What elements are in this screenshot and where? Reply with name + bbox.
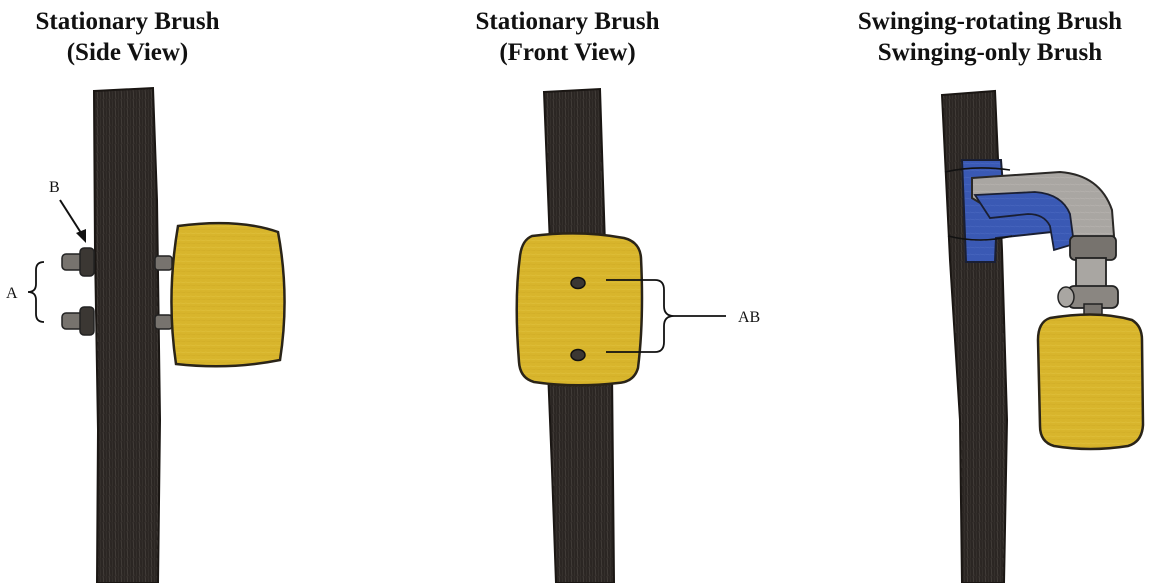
brush-hanger <box>1075 257 1107 291</box>
side-view-title-line1: Stationary Brush <box>35 8 220 35</box>
swinging-brush-title-line2: Swinging-only Brush <box>877 39 1103 66</box>
brush-pad-swinging <box>1036 313 1145 451</box>
blue-arm-sleeve <box>973 191 1075 252</box>
side-view-title: Stationary Brush (Side View) <box>0 6 255 68</box>
post-side <box>92 86 162 583</box>
swinging-brush-title: Swinging-rotating Brush Swinging-only Br… <box>820 6 1160 68</box>
label-a: A <box>6 285 18 302</box>
bolt-b-top <box>61 247 95 277</box>
bolt-hole-bottom <box>570 348 586 362</box>
swinging-brush-drawing <box>940 89 1145 583</box>
post-front-top <box>542 87 607 246</box>
wire-loop-top <box>944 167 1011 173</box>
wire-loop-bottom <box>947 235 1013 241</box>
label-b: B <box>49 179 60 196</box>
bolt-right-top <box>154 255 173 271</box>
brush-pad-front <box>515 232 644 387</box>
bracket-a <box>27 261 45 323</box>
post-front-bottom <box>546 369 616 583</box>
bolt-hole-top <box>570 276 586 290</box>
brush-pad-side <box>170 221 286 368</box>
front-view-drawing: AB <box>515 87 760 583</box>
front-view-title-line1: Stationary Brush <box>475 8 660 35</box>
label-ab: AB <box>738 309 760 326</box>
side-view-title-line2: (Side View) <box>66 39 189 66</box>
front-view-title: Stationary Brush (Front View) <box>440 6 695 68</box>
bolt-right-bottom <box>154 314 173 330</box>
arm-collar <box>1069 235 1117 261</box>
side-view-drawing: B A <box>6 86 286 583</box>
arrow-b-icon <box>59 199 86 243</box>
swinging-brush-title-line1: Swinging-rotating Brush <box>857 8 1123 35</box>
bolt-b-bottom <box>61 306 95 336</box>
front-view-title-line2: (Front View) <box>499 39 636 66</box>
